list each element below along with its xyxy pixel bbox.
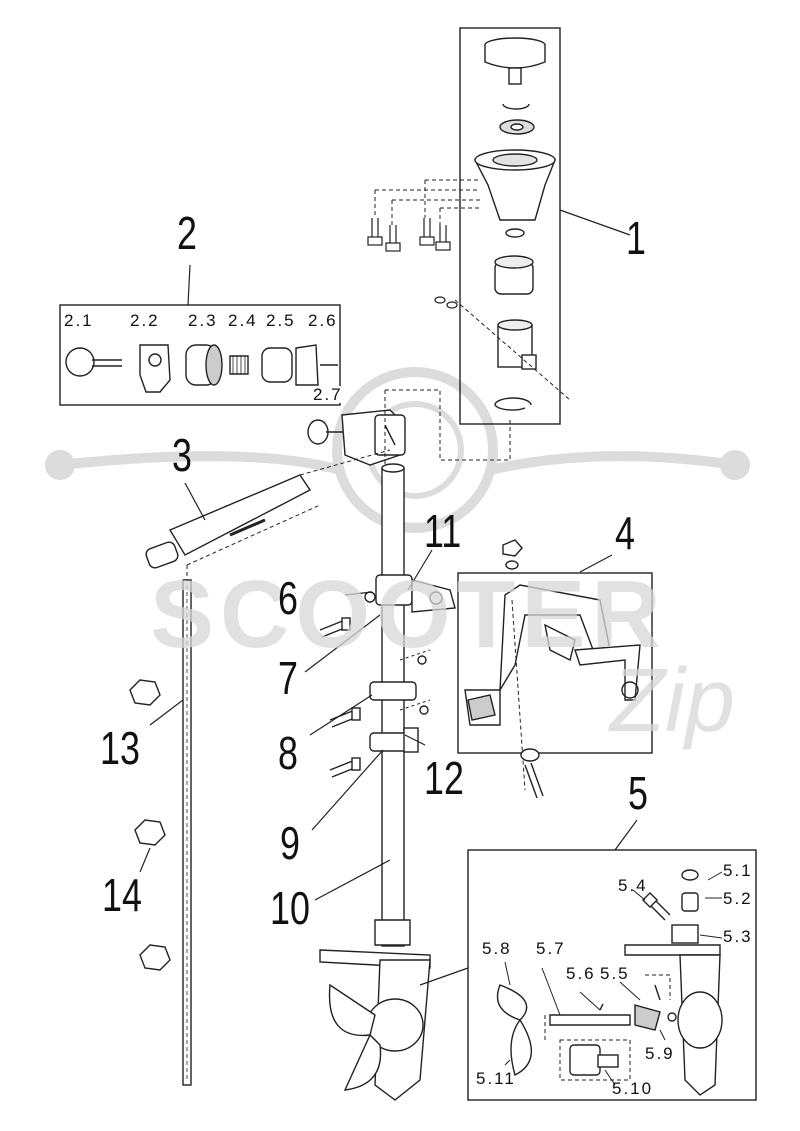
label-8: 8 <box>278 727 298 779</box>
tiller-handle <box>145 449 391 569</box>
rod-and-nuts <box>129 504 321 1086</box>
label-14: 14 <box>102 869 142 921</box>
label-5-10: 5.10 <box>612 1079 654 1098</box>
watermark-brand: SCOOTER <box>150 561 667 668</box>
label-13: 13 <box>100 722 140 774</box>
label-2: 2 <box>177 207 197 259</box>
watermark-script: Zip <box>610 651 736 751</box>
lower-unit <box>319 949 431 1101</box>
label-2-3: 2.3 <box>188 311 218 330</box>
label-5-2: 5.2 <box>723 889 753 908</box>
label-5-4: 5.4 <box>618 876 648 895</box>
group-2-parts <box>65 344 338 393</box>
group-2-box <box>59 304 341 406</box>
watermark-emblem <box>45 367 750 533</box>
label-2-4: 2.4 <box>228 311 258 330</box>
label-9: 9 <box>280 817 300 869</box>
label-5-5: 5.5 <box>600 964 630 983</box>
label-6: 6 <box>278 572 298 624</box>
label-5-6: 5.6 <box>566 964 596 983</box>
label-1: 1 <box>626 212 646 264</box>
group-4-parts <box>464 539 641 799</box>
label-5-7: 5.7 <box>536 939 566 958</box>
label-2-1: 2.1 <box>64 311 94 330</box>
label-12: 12 <box>424 752 464 804</box>
label-7: 7 <box>278 652 298 704</box>
label-2-5: 2.5 <box>266 311 296 330</box>
group-1-parts <box>367 37 571 411</box>
clamp-assembly <box>307 409 406 466</box>
group-4-box <box>457 572 653 754</box>
label-5-11: 5.11 <box>476 1069 516 1088</box>
label-2-2: 2.2 <box>130 311 160 330</box>
label-2-6: 2.6 <box>308 311 338 330</box>
label-5-3: 5.3 <box>723 927 753 946</box>
label-10: 10 <box>270 882 310 934</box>
label-4: 4 <box>615 507 635 559</box>
label-5: 5 <box>628 767 648 819</box>
label-5-9: 5.9 <box>645 1044 675 1063</box>
label-2-7: 2.7 <box>313 385 343 404</box>
label-5-1: 5.1 <box>723 861 753 880</box>
label-3: 3 <box>172 429 192 481</box>
label-5-8: 5.8 <box>482 939 512 958</box>
group-5-parts <box>496 869 723 1096</box>
label-11: 11 <box>424 505 462 557</box>
group-5-box <box>467 849 757 1101</box>
main-shaft <box>319 463 456 947</box>
